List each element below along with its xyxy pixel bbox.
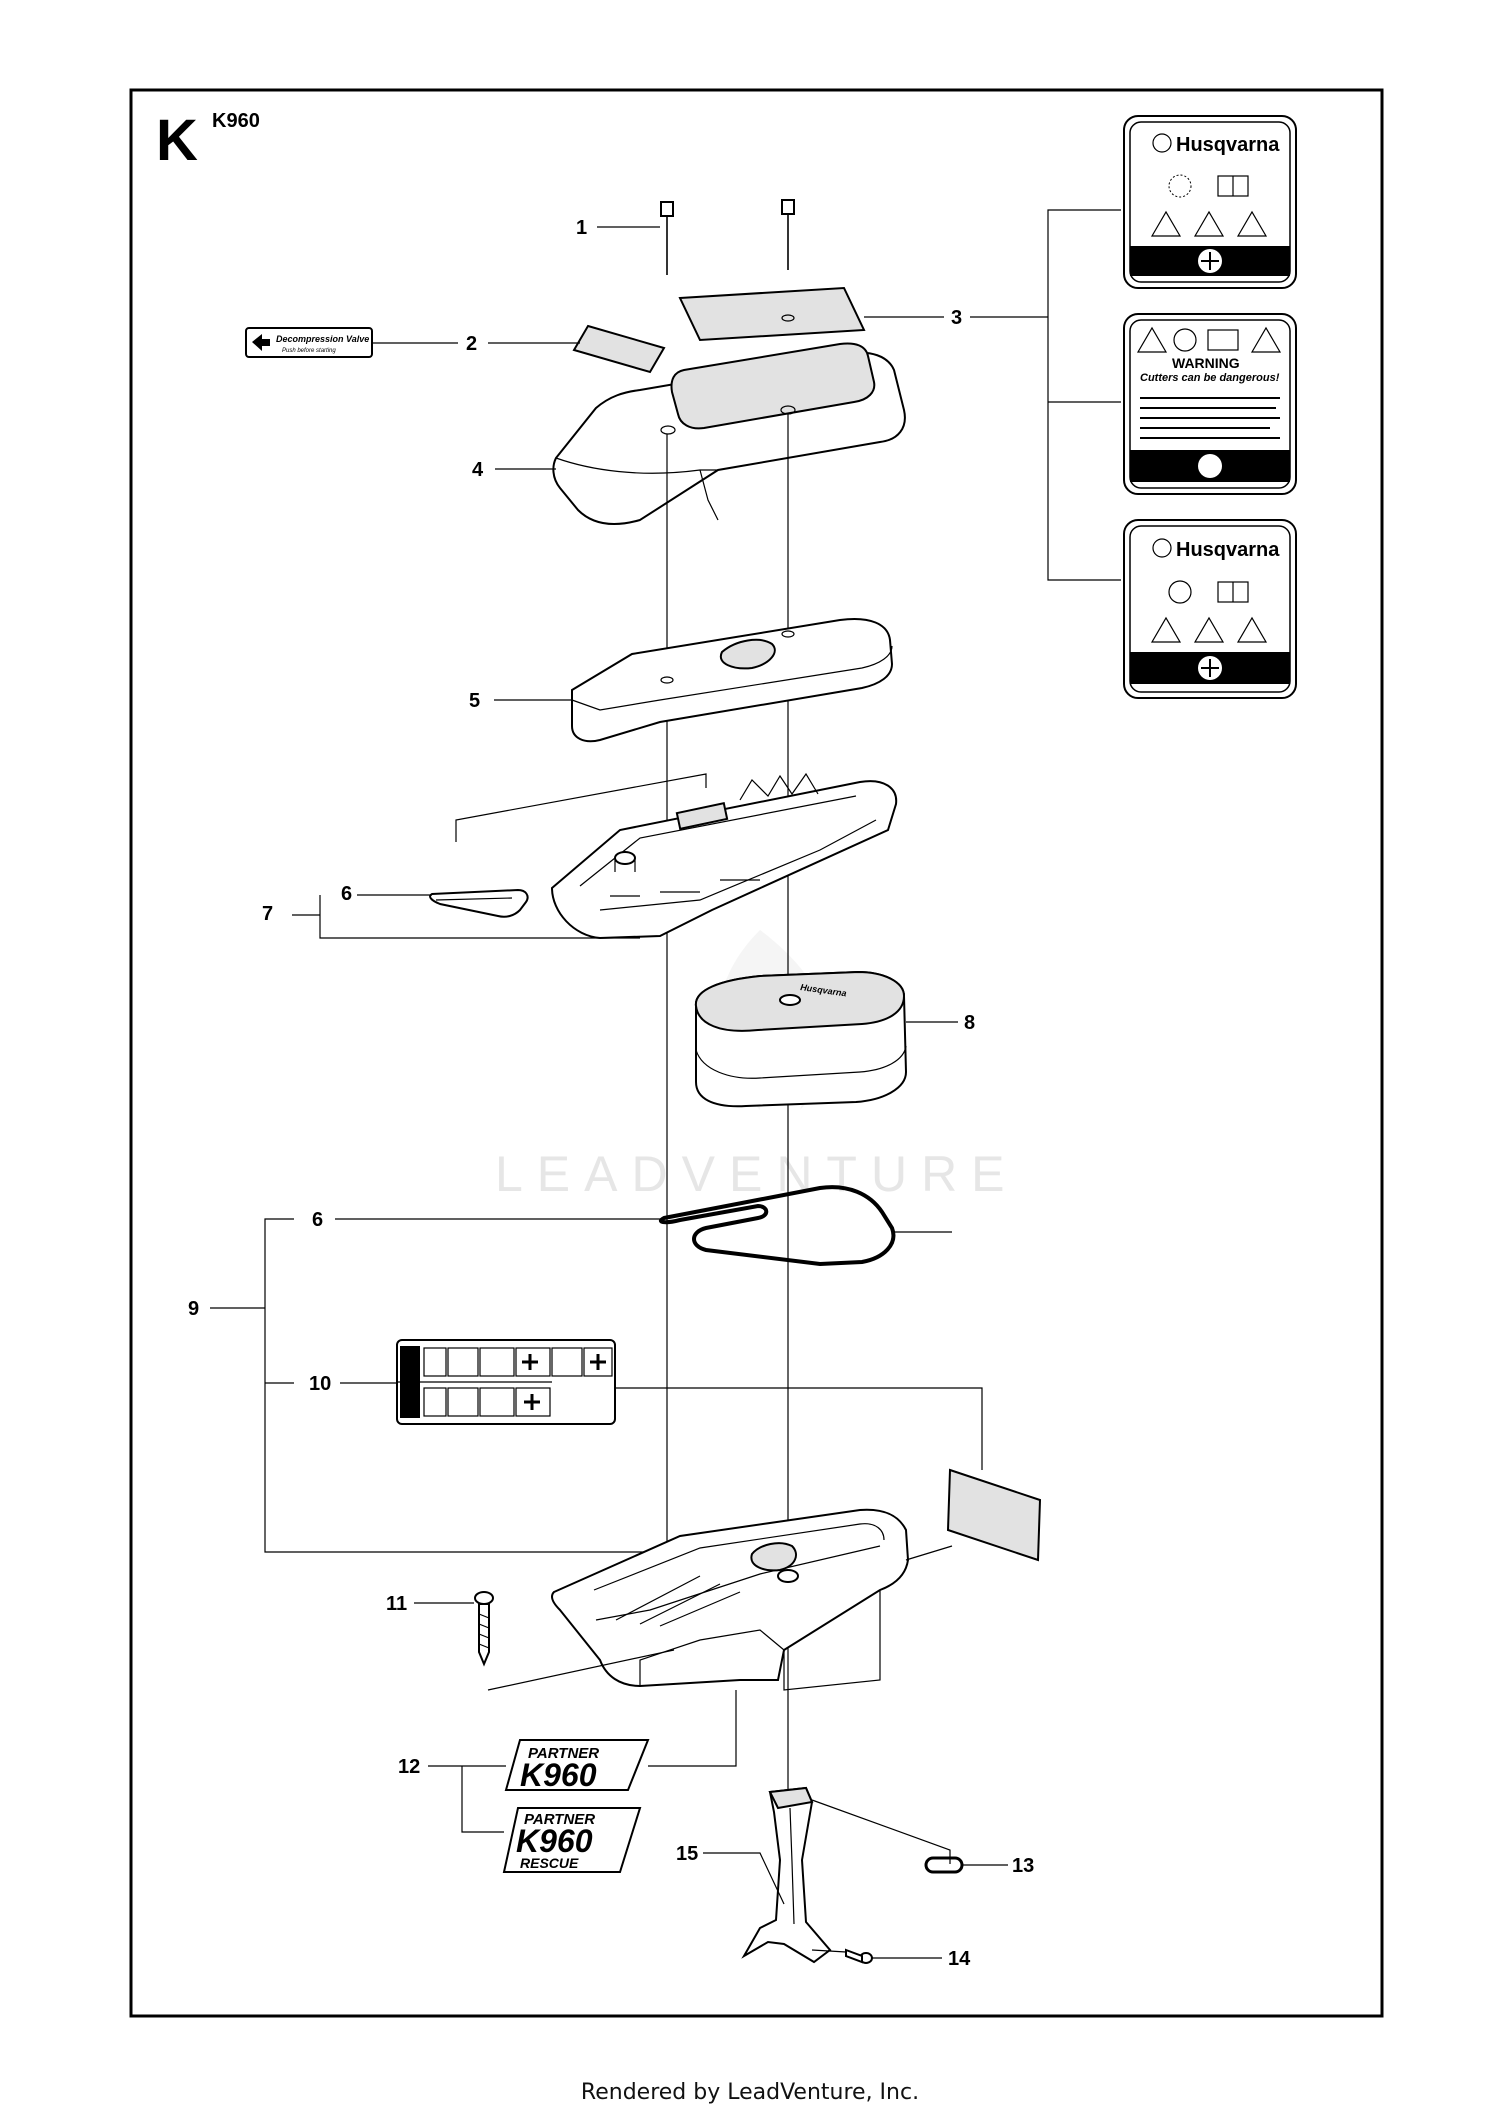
callout-10: 10	[309, 1373, 331, 1395]
brand-text-top: Husqvarna	[1176, 134, 1280, 156]
callout-12: 12	[398, 1756, 420, 1778]
callout-14: 14	[948, 1948, 971, 1970]
warning-subtitle: Cutters can be dangerous!	[1140, 372, 1280, 384]
callout-6b: 6	[312, 1209, 323, 1231]
gasket-large-part	[658, 1185, 896, 1267]
callout-13: 13	[1012, 1855, 1034, 1877]
callout-7: 7	[262, 903, 273, 925]
footer-credit: Rendered by LeadVenture, Inc.	[580, 2080, 920, 2105]
callout-3: 3	[951, 307, 962, 329]
rescue-text: RESCUE	[520, 1855, 579, 1871]
guide-line-14	[811, 1949, 847, 1953]
callout-8: 8	[964, 1012, 975, 1034]
bracket-12	[461, 1766, 504, 1833]
o-ring-part	[924, 1856, 964, 1874]
decompression-decal: Decompression Valve Push before starting	[245, 327, 373, 358]
callout-1: 1	[576, 217, 587, 239]
callout-11: 11	[386, 1593, 407, 1615]
diagram-frame	[129, 88, 1384, 2018]
warning-label-bottom: Husqvarna	[1123, 519, 1297, 699]
warning-label-top: Husqvarna	[1123, 115, 1297, 289]
brand-text-bottom: Husqvarna	[1176, 539, 1280, 561]
model-text-2: K960	[516, 1823, 593, 1859]
small-screw-part	[845, 1948, 873, 1964]
decal-plate-3	[678, 286, 866, 342]
bracket-3	[1047, 209, 1121, 581]
callout-4: 4	[472, 459, 484, 481]
warning-title: WARNING	[1172, 355, 1240, 371]
bracket-7	[292, 895, 640, 939]
bracket-9	[264, 1218, 672, 1553]
decal-blank-2	[572, 324, 666, 374]
top-cover-part	[552, 342, 906, 526]
callout-15: 15	[676, 1843, 698, 1865]
bolt-part	[660, 199, 795, 275]
model-decal-k960-rescue: PARTNER K960 RESCUE	[502, 1807, 642, 1873]
leader-10-right	[615, 1387, 983, 1470]
filter-holder-part	[550, 772, 898, 940]
filter-pad-part	[571, 618, 894, 743]
warning-label-middle: WARNING Cutters can be dangerous!	[1123, 313, 1297, 495]
leader-7-top	[455, 773, 707, 842]
screw-part	[474, 1591, 494, 1667]
decal-blank-10	[946, 1468, 1042, 1562]
gasket-small-part	[429, 888, 529, 918]
base-housing-part	[551, 1508, 910, 1691]
partner-text-1: PARTNER	[528, 1745, 599, 1762]
intake-duct-part	[741, 1786, 832, 1964]
svg-text:Decompression Valve: Decompression Valve	[276, 334, 369, 344]
section-letter: K	[156, 108, 198, 173]
svg-text:Push before starting: Push before starting	[282, 348, 336, 354]
leader-9-right	[905, 1545, 953, 1561]
model-title: K960	[212, 110, 260, 132]
leader-12-housing	[648, 1690, 737, 1767]
partner-text-2: PARTNER	[524, 1811, 595, 1828]
callout-2: 2	[466, 333, 477, 355]
model-text-1: K960	[520, 1757, 597, 1793]
guide-line-13	[811, 1799, 951, 1864]
callout-9: 9	[188, 1298, 199, 1320]
model-decal-k960: PARTNER K960	[504, 1739, 650, 1793]
leader-11-to-housing	[487, 1649, 675, 1691]
leader-15	[703, 1852, 785, 1905]
callout-5: 5	[469, 690, 480, 712]
callout-6a: 6	[341, 883, 352, 905]
instruction-decal	[396, 1339, 616, 1425]
watermark-text: LEADVENTURE	[495, 1146, 1019, 1202]
air-filter-part: Husqvarna	[694, 970, 908, 1108]
